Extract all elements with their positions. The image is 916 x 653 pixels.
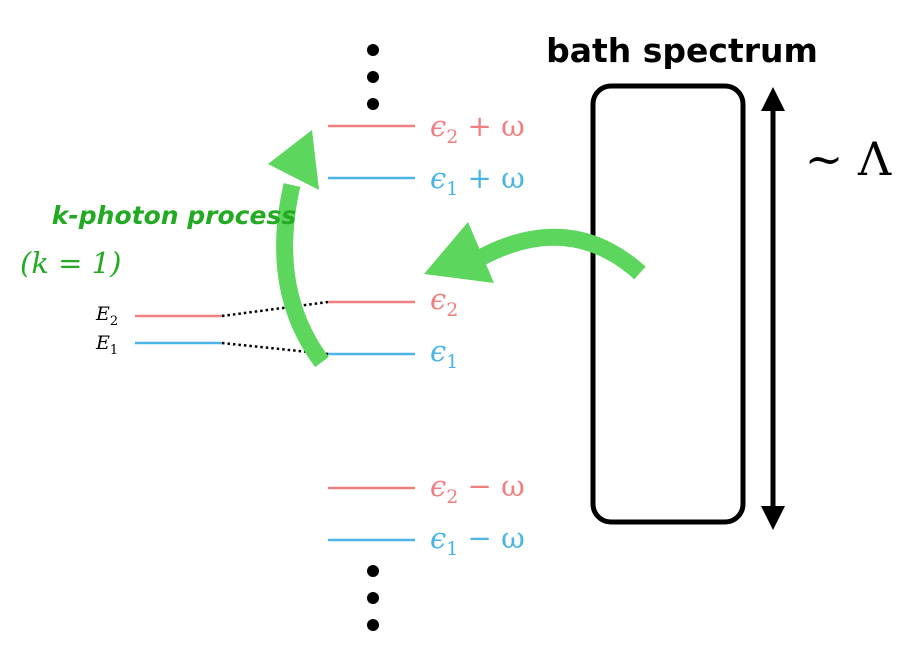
level-label-e1: ϵ1 bbox=[430, 334, 458, 373]
level-label-e2-minus-omega: ϵ2 − ω bbox=[430, 469, 525, 508]
bandwidth-label: ~ Λ bbox=[805, 132, 892, 186]
bare-level-label-e2: E2 bbox=[95, 303, 118, 329]
k-photon-condition-label: (k = 1) bbox=[20, 246, 121, 280]
connector-e2 bbox=[221, 300, 329, 318]
bath-spectrum-title: bath spectrum bbox=[546, 31, 818, 70]
ellipsis-bottom bbox=[367, 565, 379, 631]
bandwidth-double-arrow bbox=[761, 87, 785, 530]
level-label-e2: ϵ2 bbox=[430, 282, 458, 321]
k-photon-process-arrow bbox=[268, 130, 329, 368]
level-label-e2-plus-omega: ϵ2 + ω bbox=[430, 109, 525, 148]
bath-spectrum-box bbox=[590, 83, 746, 525]
bare-level-label-e1: E1 bbox=[95, 332, 118, 358]
ellipsis-top bbox=[367, 44, 379, 110]
k-photon-process-label: k-photon process bbox=[52, 201, 296, 230]
level-label-e1-minus-omega: ϵ1 − ω bbox=[430, 521, 525, 560]
bath-to-level-arrow bbox=[424, 222, 646, 283]
level-label-e1-plus-omega: ϵ1 + ω bbox=[430, 161, 525, 200]
